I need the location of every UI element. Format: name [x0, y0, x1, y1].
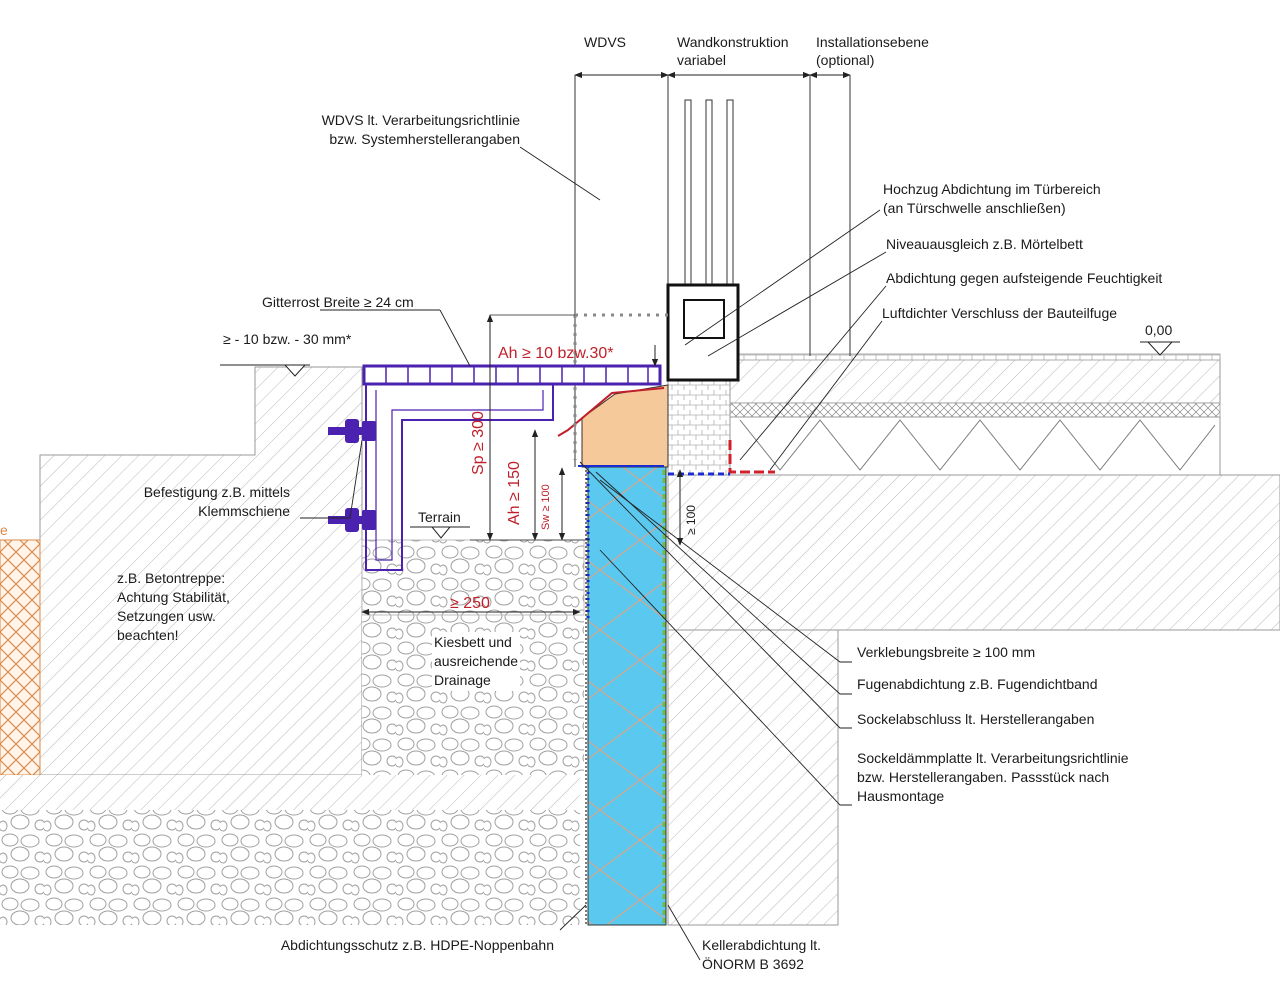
dim-100: ≥ 100	[684, 505, 698, 535]
header-wdvs: WDVS	[584, 34, 626, 50]
label-luftdicht: Luftdichter Verschluss der Bauteilfuge	[882, 305, 1118, 321]
fastener-upper	[328, 419, 376, 443]
label-wdvs-rule: WDVS lt. Verarbeitungsrichtlinie bzw. Sy…	[321, 112, 520, 147]
label-kiesbett: Kiesbett und ausreichende Drainage	[432, 632, 521, 691]
label-sockeldaemm: Sockeldämmplatte lt. Verarbeitungsrichtl…	[857, 750, 1129, 804]
seal-red	[728, 440, 775, 474]
label-befestigung: Befestigung z.B. mittels Klemmschiene	[143, 484, 290, 519]
label-hochzug: Hochzug Abdichtung im Türbereich (an Tür…	[883, 181, 1101, 216]
dim-250: ≥ 250	[450, 595, 490, 612]
dim-ah150: Ah ≥ 150	[506, 461, 523, 525]
fastener-lower	[328, 508, 376, 532]
threshold-masonry	[667, 377, 731, 476]
brick-edge	[0, 539, 41, 776]
dim-sw: Sw ≥ 100	[540, 484, 552, 530]
label-fugen: Fugenabdichtung z.B. Fugendichtband	[857, 676, 1098, 692]
floor-screed	[729, 357, 1221, 404]
label-terrain: Terrain	[418, 509, 461, 525]
dim-ah-top: Ah ≥ 10 bzw.30*	[498, 345, 614, 362]
door-glass-3	[726, 99, 734, 291]
label-niveau: Niveauausgleich z.B. Mörtelbett	[886, 236, 1083, 252]
floor-separation	[729, 402, 1221, 418]
label-abdichtung: Abdichtung gegen aufsteigende Feuchtigke…	[886, 270, 1163, 286]
floor-insulation-zigzag	[739, 419, 1216, 471]
header-install-line1: Installationsebene	[816, 34, 929, 50]
label-verklebung: Verklebungsbreite ≥ 100 mm	[857, 644, 1036, 660]
threshold-wood	[581, 384, 669, 468]
gravel-bottom-upper	[0, 775, 580, 810]
terrain-triangle	[430, 526, 452, 539]
sheet-metal-cap	[557, 387, 665, 437]
floor-finish	[729, 353, 1221, 361]
door-glass-1	[684, 99, 692, 291]
basement-wall	[667, 474, 1280, 631]
basement-wall-lower	[667, 629, 839, 926]
header-install-line2: (optional)	[816, 52, 875, 68]
grating	[362, 364, 662, 386]
perimeter-insulation	[587, 466, 667, 926]
label-gitterrost: Gitterrost Breite ≥ 24 cm	[262, 294, 414, 310]
door-glass-2	[705, 99, 713, 291]
gravel-top-strip	[361, 539, 585, 616]
label-offset: ≥ - 10 bzw. - 30 mm*	[223, 331, 352, 347]
grating-frame	[365, 384, 554, 571]
header-wall-line2: variabel	[677, 52, 727, 68]
label-betontreppe: z.B. Betontreppe: Achtung Stabilität, Se…	[117, 570, 230, 643]
label-zero-level: 0,00	[1145, 322, 1173, 338]
label-keller: Kellerabdichtung lt. ÖNORM B 3692	[702, 937, 822, 972]
label-sockelabschluss: Sockelabschluss lt. Herstellerangaben	[857, 711, 1095, 727]
header-wall-line1: Wandkonstruktion	[677, 34, 789, 50]
label-edge-mark: e	[0, 522, 8, 538]
label-abdichtungsschutz: Abdichtungsschutz z.B. HDPE-Noppenbahn	[280, 937, 554, 953]
dim-sp: Sp ≥ 300	[470, 411, 487, 475]
level-triangle-right	[1146, 341, 1174, 356]
